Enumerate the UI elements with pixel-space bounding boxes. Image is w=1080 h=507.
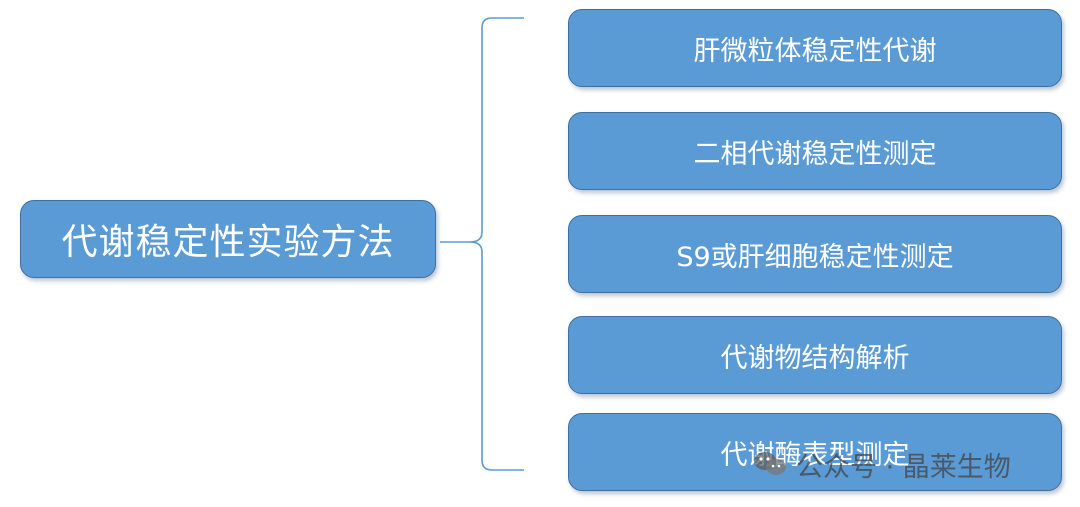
root-node-label: 代谢稳定性实验方法 xyxy=(61,222,395,263)
child-node-metabolite-structure: 代谢物结构解析 xyxy=(568,316,1062,394)
wechat-logo-icon xyxy=(754,452,786,475)
watermark-text: 公众号 · 晶莱生物 xyxy=(796,451,1011,483)
child-node-label: 代谢物结构解析 xyxy=(720,342,910,374)
bracket-path xyxy=(440,17,524,471)
child-node-label: 肝微粒体稳定性代谢 xyxy=(693,35,937,67)
watermark: 公众号 · 晶莱生物 xyxy=(752,444,1011,484)
child-node-label: S9或肝细胞稳定性测定 xyxy=(676,241,954,273)
child-node-label: 二相代谢稳定性测定 xyxy=(693,138,937,170)
child-node-liver-microsome: 肝微粒体稳定性代谢 xyxy=(568,9,1062,87)
child-node-enzyme-phenotyping: 代谢酶表型测定 xyxy=(568,413,1062,491)
child-node-label: 代谢酶表型测定 xyxy=(720,439,910,471)
root-node: 代谢稳定性实验方法 xyxy=(20,200,436,278)
child-node-phase-two: 二相代谢稳定性测定 xyxy=(568,112,1062,190)
child-node-s9-hepatocyte: S9或肝细胞稳定性测定 xyxy=(568,215,1062,293)
